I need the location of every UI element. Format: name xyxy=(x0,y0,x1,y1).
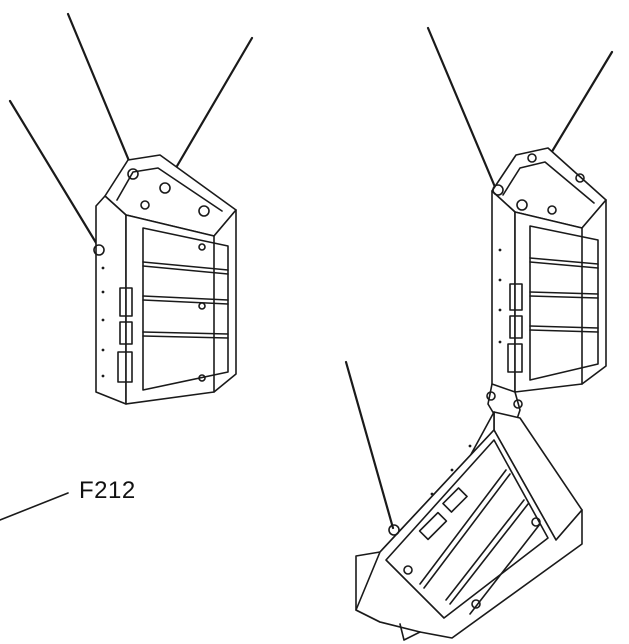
suspension-cable xyxy=(66,12,134,170)
callout-label: F212 xyxy=(79,477,136,504)
suspension-cable xyxy=(426,26,497,189)
single-speaker-assembly xyxy=(8,12,254,405)
suspension-cable xyxy=(344,360,395,530)
suspension-cable xyxy=(8,99,100,248)
speaker-cabinet xyxy=(491,147,607,393)
speaker-cabinet xyxy=(93,154,237,405)
array-speaker-assembly xyxy=(344,26,614,641)
speaker-cabinet xyxy=(355,411,583,641)
callout-leader-line xyxy=(0,492,69,521)
suspension-cable xyxy=(161,36,254,192)
